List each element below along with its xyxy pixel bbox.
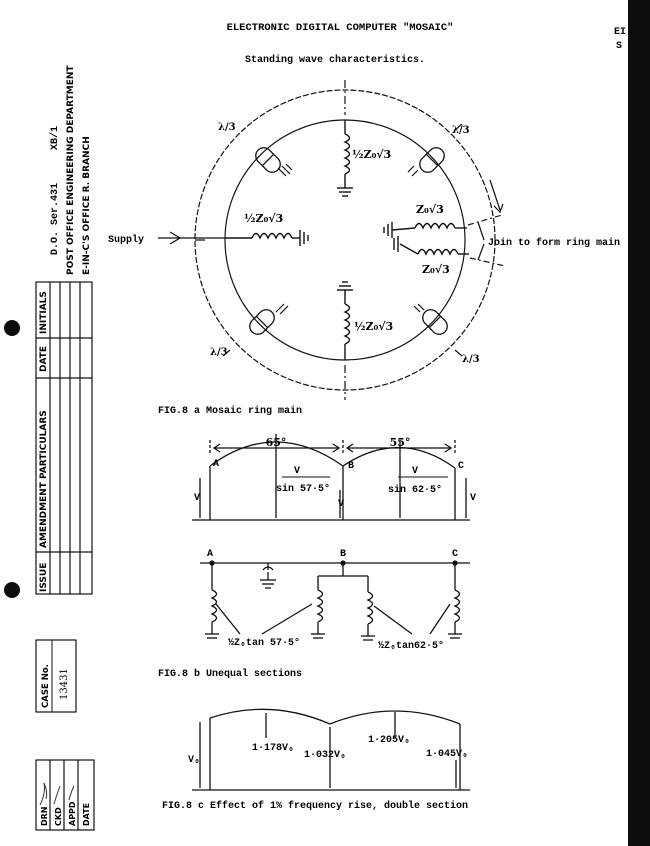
right-coil-label-bottom: Z₀√3 — [422, 263, 450, 276]
join-label: Join to form ring main — [488, 237, 620, 249]
outer-ring — [194, 89, 496, 391]
capacitor-bottom-left — [249, 309, 275, 335]
edge-text-2: S — [616, 41, 622, 52]
lambda-label-top-left: λ/3 — [218, 122, 236, 133]
sin-label-2: sin 62·5° — [388, 484, 442, 496]
capacitor-top-right — [419, 147, 445, 173]
value-label-3: 1·205V₀ — [368, 735, 410, 746]
right-coil-label-top: Z₀√3 — [416, 203, 444, 216]
sign-label-date: DATE — [82, 803, 91, 826]
right-coils — [383, 222, 469, 256]
ref-text: XB/1 — [49, 126, 61, 150]
tan-label-2: ½Z₀tan62·5° — [378, 640, 444, 652]
sign-label-appd: APPD — [68, 801, 77, 826]
serial-text: D.O. Ser.431 — [50, 183, 61, 255]
table-header-issue: ISSUE — [39, 563, 49, 592]
sign-label-ckd: CKD — [54, 807, 63, 826]
capacitor-top-left — [255, 147, 281, 173]
angle-label-1: 65° — [266, 436, 287, 449]
edge-text-1: EI — [614, 27, 626, 38]
capacitor-bottom-right — [422, 309, 448, 335]
top-coil-label: ½Z₀√3 — [352, 148, 391, 161]
table-header-initials: INITIALS — [39, 291, 49, 334]
left-coil — [225, 230, 309, 246]
fig-8c-wave — [192, 708, 470, 791]
v-label-mid: V — [338, 499, 344, 510]
top-coil — [337, 120, 353, 197]
left-coil-label: ½Z₀√3 — [244, 212, 283, 225]
office-text: E-IN-C'S OFFICE R. BRANCH — [82, 136, 92, 275]
point-label-b-lower: B — [340, 549, 346, 560]
punch-hole-top — [4, 320, 20, 336]
v-label-left: V — [194, 493, 200, 504]
dept-text: POST OFFICE ENGINEERING DEPARTMENT — [66, 65, 76, 275]
lambda-label-top-right: λ/3 — [452, 125, 470, 136]
table-header-date: DATE — [39, 346, 49, 372]
fig-8b-circuit — [200, 560, 470, 641]
inner-ring — [224, 119, 466, 361]
amendment-table — [35, 281, 93, 595]
tan-label-1: ½Z₀tan 57·5° — [228, 637, 300, 649]
handwritten-initials — [39, 782, 75, 806]
page-edge-shadow — [628, 0, 650, 846]
point-label-a-lower: A — [207, 549, 213, 560]
point-label-c-upper: C — [458, 461, 464, 472]
capacitor-earth-marks — [275, 163, 425, 315]
supply-arrow — [158, 231, 225, 245]
drawing-title: ELECTRONIC DIGITAL COMPUTER "MOSAIC" — [227, 22, 454, 34]
case-label: CASE No. — [41, 664, 51, 708]
fig-8a-caption: FIG.8 a Mosaic ring main — [158, 405, 302, 417]
lambda-label-bottom-left: λ/3 — [210, 347, 228, 358]
fig-8c-caption: FIG.8 c Effect of 1% frequency rise, dou… — [162, 800, 468, 812]
case-box: CASE No. 13431 — [35, 639, 77, 713]
margin-title-block: POST OFFICE ENGINEERING DEPARTMENT E-IN-… — [49, 65, 92, 275]
sin-label-1: sin 57·5° — [276, 483, 330, 495]
point-label-b-upper: B — [348, 461, 354, 472]
fig-8b-caption: FIG.8 b Unequal sections — [158, 668, 302, 680]
v-label-numerator-1: V — [294, 466, 300, 477]
point-label-c-lower: C — [452, 549, 458, 560]
angle-label-2: 55° — [390, 436, 411, 449]
case-number: 13431 — [59, 668, 70, 700]
value-label-2: 1·032V₀ — [304, 750, 346, 761]
sign-label-drn: DRN — [40, 807, 49, 827]
v-label-right: V — [470, 493, 476, 504]
value-label-4: 1·045V₀ — [426, 749, 468, 760]
fig-8b-wave — [192, 434, 470, 521]
punch-hole-bottom — [4, 582, 20, 598]
supply-label: Supply — [108, 234, 144, 246]
bottom-coil-label: ½Z₀√3 — [354, 320, 393, 333]
v-label-numerator-2: V — [412, 466, 418, 477]
table-header-amendment: AMENDMENT PARTICULARS — [39, 410, 49, 548]
signature-box — [35, 759, 95, 831]
point-label-a-upper: A — [213, 459, 219, 470]
v0-label: V₀ — [188, 755, 200, 766]
lambda-label-bottom-right: λ/3 — [462, 354, 480, 365]
bottom-coil — [337, 281, 353, 360]
value-label-1: 1·178V₀ — [252, 743, 294, 754]
drawing-subtitle: Standing wave characteristics. — [245, 54, 425, 66]
join-arrows — [477, 179, 504, 261]
